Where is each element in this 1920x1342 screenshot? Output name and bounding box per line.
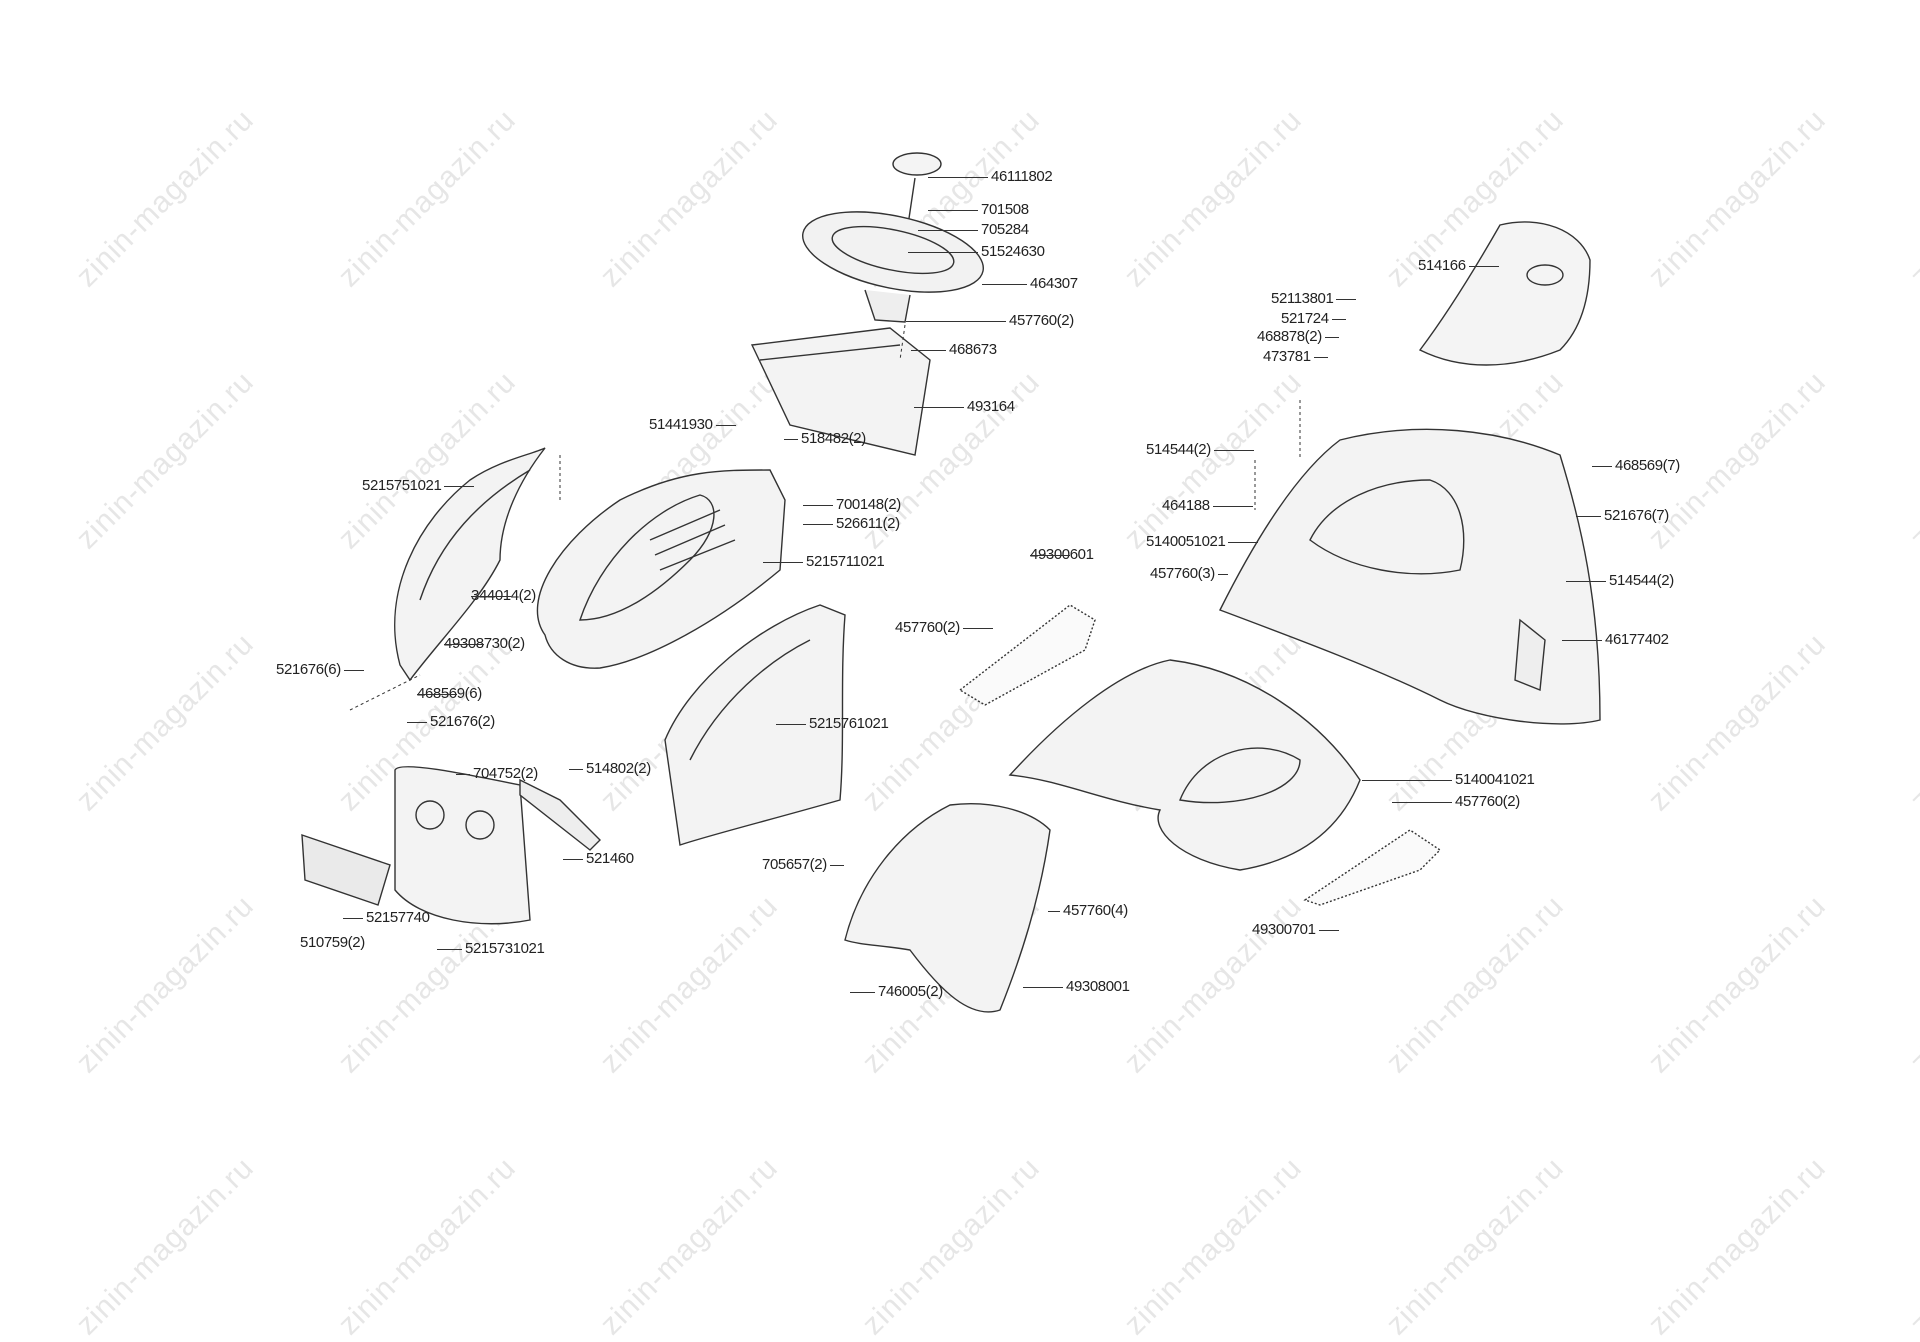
watermark-text: zinin-magazin.ru xyxy=(332,1151,523,1342)
footplate-49300701 xyxy=(1303,829,1442,906)
part-label: 468673 xyxy=(911,341,997,358)
steering-bolt xyxy=(907,177,916,226)
watermark-text: zinin-magazin.ru xyxy=(856,1151,1047,1342)
front-grille-5215731021 xyxy=(394,766,531,925)
part-label: 521676(6) xyxy=(276,661,364,678)
part-label: 521724 xyxy=(1281,310,1346,327)
part-label: 5140051021 xyxy=(1146,533,1260,550)
part-label: 514802(2) xyxy=(569,760,651,777)
watermark-text: zinin-magazin.ru xyxy=(1904,1151,1920,1342)
part-label: 464188 xyxy=(1162,497,1253,514)
part-label: 5215731021 xyxy=(436,940,545,957)
part-label: 468569(6) xyxy=(417,685,482,702)
part-label: 493164 xyxy=(914,398,1015,415)
part-label: 518482(2) xyxy=(784,430,866,447)
footplate-49300601 xyxy=(958,604,1096,706)
part-label: 701508 xyxy=(928,201,1029,218)
part-label: 457760(2) xyxy=(1392,793,1520,810)
seat-514166 xyxy=(1418,221,1591,366)
part-label: 510759(2) xyxy=(300,934,365,951)
rear-panel-49308001 xyxy=(844,803,1051,1013)
footboard-5140041021 xyxy=(1008,659,1361,871)
part-label: 5215751021 xyxy=(362,477,476,494)
part-label: 46177402 xyxy=(1562,631,1669,648)
part-label: 514166 xyxy=(1418,257,1499,274)
part-label: 344014(2) xyxy=(471,587,536,604)
part-label: 704752(2) xyxy=(456,765,538,782)
part-label: 457760(4) xyxy=(1048,902,1128,919)
part-label: 705657(2) xyxy=(762,856,844,873)
right-fender-5215761021 xyxy=(664,604,846,846)
part-label: 473781 xyxy=(1263,348,1328,365)
part-label: 521460 xyxy=(563,850,634,867)
watermark-text: zinin-magazin.ru xyxy=(70,1151,261,1342)
part-label: 457760(2) xyxy=(906,312,1074,329)
part-label: 5215711021 xyxy=(762,553,885,570)
watermark-text: zinin-magazin.ru xyxy=(1380,1151,1571,1342)
watermark-text: zinin-magazin.ru xyxy=(594,1151,785,1342)
watermark-text: zinin-magazin.ru xyxy=(1118,1151,1309,1342)
exploded-parts-diagram xyxy=(301,152,1601,1013)
part-label: 464307 xyxy=(982,275,1078,292)
part-label: 457760(3) xyxy=(1150,565,1228,582)
part-label: 521676(7) xyxy=(1576,507,1669,524)
part-label: 746005(2) xyxy=(850,983,943,1000)
part-label: 5215761021 xyxy=(775,715,889,732)
part-label: 5140041021 xyxy=(1361,771,1535,788)
steering-wheel-inner xyxy=(831,225,955,275)
part-label: 521676(2) xyxy=(407,713,495,730)
steering-column xyxy=(864,289,911,323)
part-label: 51441930 xyxy=(649,416,735,433)
part-label: 705284 xyxy=(918,221,1029,238)
part-label: 526611(2) xyxy=(803,515,900,532)
left-fender-5215751021 xyxy=(394,447,546,682)
headlight-52157740 xyxy=(301,833,391,906)
part-label: 49308730(2) xyxy=(444,635,525,652)
part-label: 49300701 xyxy=(1252,921,1338,938)
part-label: 700148(2) xyxy=(803,496,901,513)
part-label: 468878(2) xyxy=(1257,328,1339,345)
steering-cap xyxy=(892,152,942,176)
part-label: 51524630 xyxy=(908,243,1045,260)
part-label: 457760(2) xyxy=(895,619,993,636)
part-label: 49300601 xyxy=(1030,546,1094,563)
part-label: 468569(7) xyxy=(1592,457,1680,474)
watermark-text: zinin-magazin.ru xyxy=(1642,1151,1833,1342)
bracket-521460 xyxy=(519,778,601,851)
rear-body-5140051021 xyxy=(1219,428,1601,725)
part-label: 52157740 xyxy=(343,909,430,926)
part-label: 52113801 xyxy=(1271,290,1358,307)
part-label: 46111802 xyxy=(927,168,1053,185)
part-label: 514544(2) xyxy=(1566,572,1674,589)
part-label: 49308001 xyxy=(1023,978,1130,995)
rear-fender-46177402 xyxy=(1514,618,1546,691)
part-label: 514544(2) xyxy=(1146,441,1254,458)
